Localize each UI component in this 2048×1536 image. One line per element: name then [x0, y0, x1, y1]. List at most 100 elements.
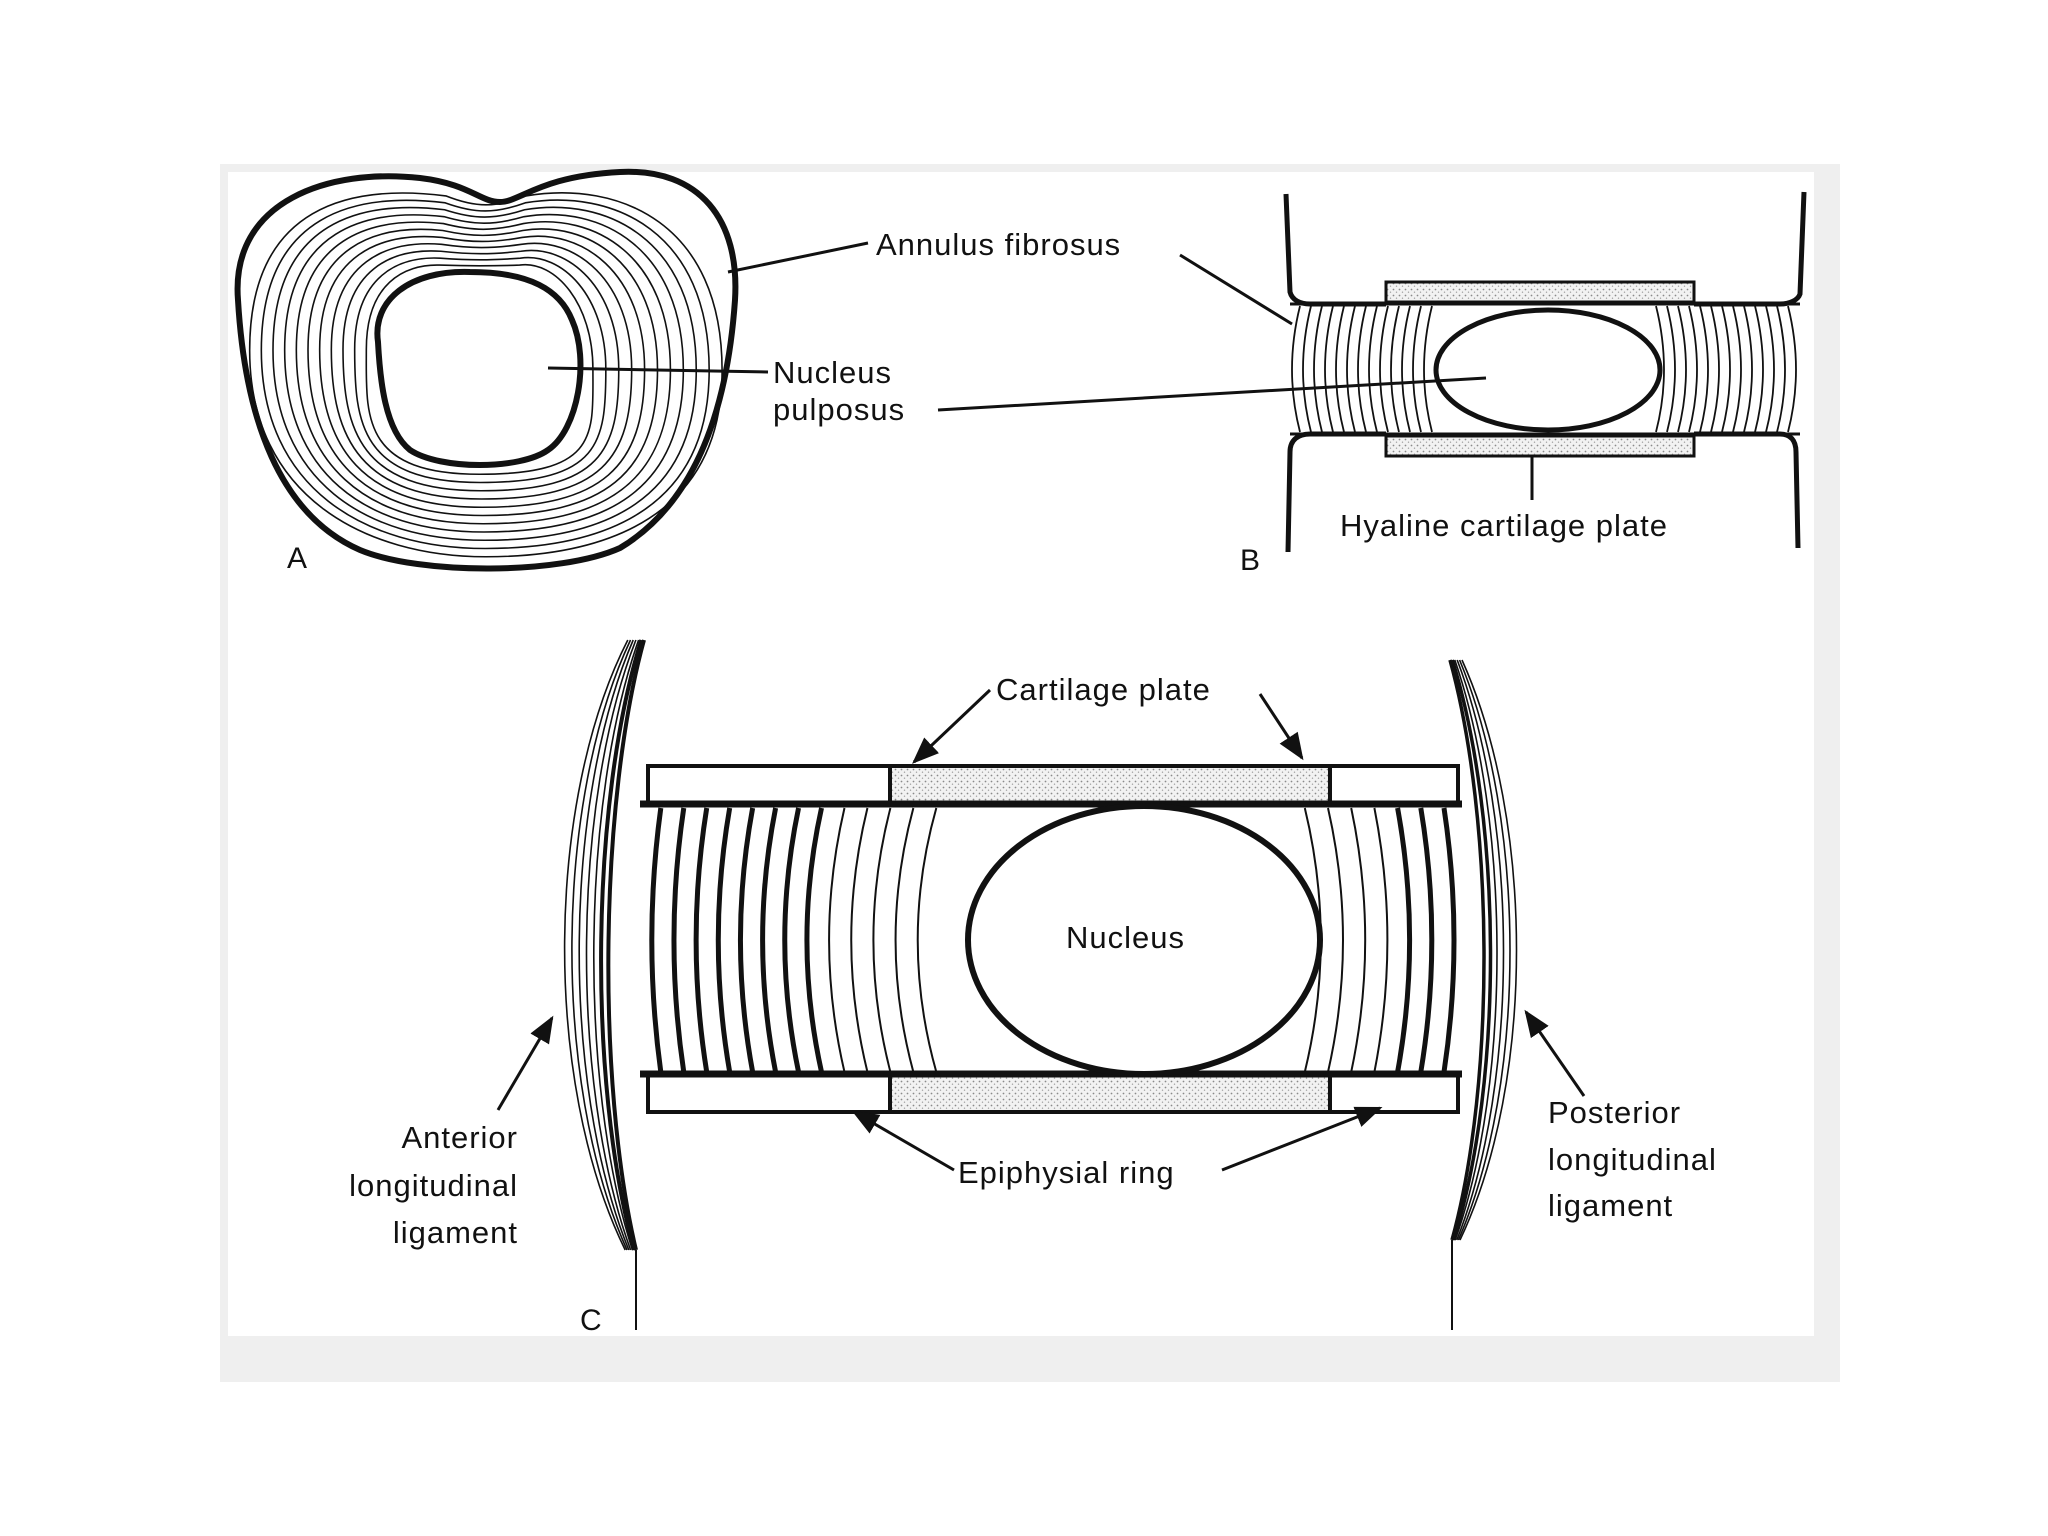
annulus-lamella	[283, 213, 685, 533]
anterior-ligament-arrow	[496, 1015, 554, 1111]
posterior-ligament-fiber	[1450, 659, 1493, 1241]
annulus-leader-a	[727, 241, 869, 274]
annulus-lamella-b	[1390, 305, 1400, 433]
annulus-fibrosus-label: Annulus fibrosus	[876, 227, 1121, 262]
nucleus-label: Nucleus	[1066, 920, 1185, 955]
annulus-lamella-c	[649, 807, 664, 1073]
nucleus-pulposus-b	[1433, 307, 1663, 433]
anterior-ligament-fiber	[563, 639, 629, 1251]
anterior-label-line3: ligament	[393, 1215, 518, 1250]
posterior-label-line3: ligament	[1548, 1188, 1673, 1223]
panel-a-disc-cross-section	[234, 168, 739, 572]
panel-c-labels: Cartilage plate Nucleus Epiphysial ring …	[349, 672, 1717, 1337]
anterior-ligament-fiber	[593, 639, 640, 1251]
annulus-lamella-c	[1327, 807, 1344, 1073]
posterior-label-line2: longitudinal	[1548, 1142, 1717, 1177]
cartilage-arrow-left	[912, 688, 992, 764]
annulus-lamella-c	[1418, 807, 1435, 1073]
annulus-lamella	[353, 256, 607, 484]
hyaline-cartilage-plate-label: Hyaline cartilage plate	[1340, 508, 1668, 543]
anterior-label-line1: Anterior	[401, 1120, 518, 1155]
disc-outer-outline	[234, 168, 739, 572]
annulus-lamella	[307, 228, 659, 517]
annulus-lamella-c	[1441, 807, 1457, 1073]
vertebra-upper-right-edge	[1694, 191, 1807, 307]
annulus-lamella-b	[1688, 305, 1698, 433]
annulus-lamella-c	[916, 807, 938, 1073]
annulus-lamella	[272, 206, 698, 542]
annulus-lamella-b	[1743, 305, 1753, 433]
annulus-lamella-b	[1776, 305, 1786, 433]
annulus-lamella	[330, 242, 633, 500]
cartilage-plate-top-c	[888, 764, 1332, 806]
posterior-ligament-fiber	[1448, 659, 1486, 1241]
annulus-lamella-b	[1302, 305, 1312, 433]
posterior-ligament-fiber	[1459, 659, 1518, 1241]
annulus-lamella-b	[1754, 305, 1764, 433]
anterior-ligament-fiber	[578, 639, 634, 1251]
annulus-lamella-c	[715, 807, 733, 1073]
vertebral-endplates	[640, 764, 1462, 1114]
annulus-lamella	[318, 235, 646, 509]
vertebra-lower-right-edge	[1694, 431, 1801, 549]
annulus-lamella-b	[1368, 305, 1378, 433]
anterior-ligament-fiber	[606, 639, 646, 1251]
annulus-lamella-c	[804, 807, 824, 1073]
panel-c-letter: C	[580, 1304, 602, 1337]
epiphysial-arrow-left	[851, 1110, 955, 1172]
annulus-lamella-c	[1350, 807, 1367, 1073]
annulus-lamella-b	[1666, 305, 1676, 433]
posterior-label-line1: Posterior	[1548, 1095, 1681, 1130]
annulus-lamella-c	[850, 807, 869, 1073]
annulus-lamella-c	[782, 807, 802, 1073]
nucleus-leader-b	[937, 376, 1487, 412]
nucleus-pulposus-label-line1: Nucleus	[773, 355, 892, 390]
vertebra-upper-left-edge	[1283, 193, 1386, 307]
posterior-ligament-fiber	[1454, 659, 1498, 1241]
panel-c-disc-detail	[563, 639, 1518, 1330]
annulus-lamella-b	[1357, 305, 1367, 433]
annulus-lamella-b	[1677, 305, 1687, 433]
annulus-lamella-b	[1710, 305, 1720, 433]
annulus-lamella-c	[1395, 807, 1413, 1073]
cartilage-plate-bottom-b	[1384, 434, 1696, 458]
nucleus-pulposus-label-line2: pulposus	[773, 392, 905, 427]
annulus-lamella-b	[1732, 305, 1742, 433]
annulus-lamella-c	[737, 807, 756, 1073]
epiphysial-ring-label: Epiphysial ring	[958, 1155, 1175, 1190]
anterior-ligament-fiber	[599, 639, 644, 1251]
posterior-ligament-fiber	[1456, 659, 1505, 1241]
annulus-lamella	[295, 221, 672, 525]
annulus-lamella-c	[760, 807, 779, 1073]
annulus-lamella-b	[1423, 305, 1433, 433]
annulus-lamella-b	[1412, 305, 1422, 433]
nucleus-c	[965, 803, 1323, 1077]
nucleus-pulposus-outline	[374, 268, 584, 468]
cartilage-plate-label: Cartilage plate	[996, 672, 1211, 707]
annulus-lamella-b	[1787, 305, 1797, 433]
annulus-lamella-b	[1346, 305, 1356, 433]
cartilage-plate-top-b	[1384, 280, 1696, 304]
annulus-lamella-c	[1373, 807, 1389, 1073]
anterior-ligament-fiber	[571, 639, 632, 1251]
panel-b-letter: B	[1240, 544, 1260, 577]
annulus-lamella-b	[1335, 305, 1345, 433]
annulus-lamella-c	[671, 807, 687, 1073]
annulus-lamella-c	[693, 807, 710, 1073]
annulus-lamella-c	[872, 807, 892, 1073]
anterior-ligament-fiber	[585, 639, 637, 1251]
annulus-lamella-b	[1379, 305, 1389, 433]
annulus-lamella-b	[1765, 305, 1775, 433]
annulus-lamella-b	[1313, 305, 1323, 433]
annulus-lamella	[248, 192, 723, 558]
epiphysial-arrow-right	[1221, 1106, 1383, 1172]
annulus-lamella-b	[1324, 305, 1334, 433]
annulus-lamella-b	[1721, 305, 1731, 433]
annulus-leader-b	[1179, 253, 1293, 326]
anterior-label-line2: longitudinal	[349, 1168, 518, 1203]
annulus-lamella-b	[1291, 305, 1301, 433]
cartilage-plate-bottom-c	[888, 1072, 1332, 1114]
annulus-lamella-b	[1655, 305, 1665, 433]
nucleus-leader-a	[547, 366, 769, 374]
